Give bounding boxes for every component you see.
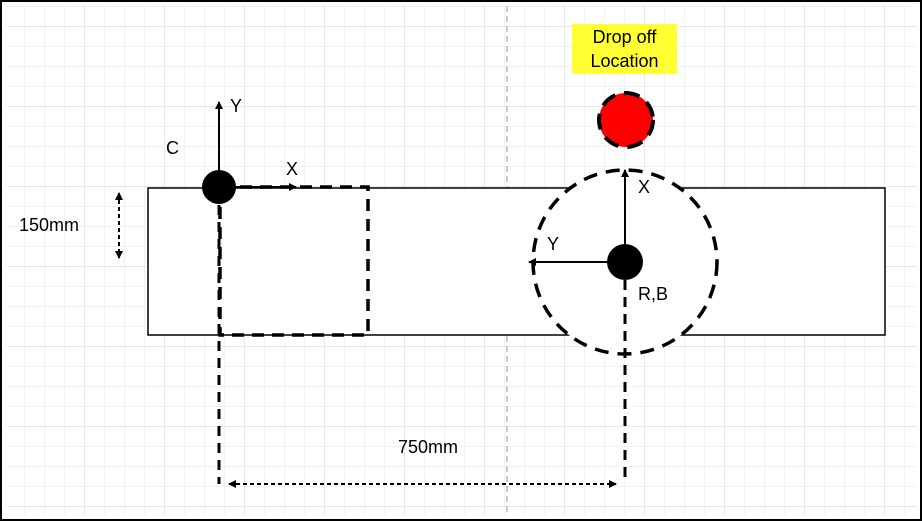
drop-off-label-line2: Location <box>590 51 658 71</box>
right-y-axis-label: Y <box>547 234 559 254</box>
width-dimension-label: 750mm <box>398 437 458 457</box>
left-x-axis-label: X <box>286 159 298 179</box>
point-c-label: C <box>166 138 179 158</box>
drop-off-marker <box>597 91 655 149</box>
point-c-marker <box>202 170 236 204</box>
point-rb-marker <box>607 244 643 280</box>
point-rb-label: R,B <box>638 284 668 304</box>
left-y-axis-label: Y <box>230 96 242 116</box>
dashed-workspace-square <box>218 185 370 337</box>
drop-off-tag <box>572 24 677 74</box>
drop-off-label-line1: Drop off <box>593 27 658 47</box>
right-x-axis-label: X <box>638 177 650 197</box>
beam-rectangle <box>147 187 886 336</box>
height-dimension-label: 150mm <box>19 215 79 235</box>
